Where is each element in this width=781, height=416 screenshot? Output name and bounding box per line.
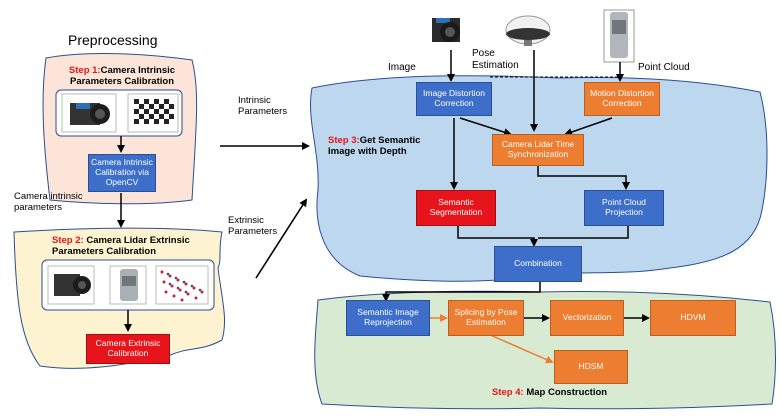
hdsm-node: HDSM: [554, 350, 628, 384]
step3-region: [309, 75, 768, 282]
step3-tag: Step 3:: [328, 135, 360, 146]
preprocessing-title: Preprocessing: [68, 32, 158, 48]
image-distortion-correction-node: Image Distortion Correction: [416, 82, 492, 116]
intrinsic-parameters-label: Intrinsic Parameters: [238, 95, 288, 117]
camera-icon: [47, 265, 95, 305]
point-cloud-input-label: Point Cloud: [638, 62, 690, 73]
point-cloud-icon: [155, 265, 209, 305]
step4-heading: Step 4: Map Construction: [492, 387, 608, 399]
camera-icon: [61, 93, 117, 133]
camera-intrinsic-calibration-node: Camera Intrinsic Calibration via OpenCV: [88, 154, 156, 192]
camera-extrinsic-calibration-node: Camera Extrinsic Calibration: [86, 334, 170, 364]
combination-node: Combination: [494, 246, 582, 282]
step3-heading: Step 3:Get Semantic Image with Depth: [328, 135, 438, 158]
step4-title: Map Construction: [526, 387, 608, 398]
vectorization-node: Vectorization: [550, 300, 624, 336]
hdvm-node: HDVM: [650, 300, 736, 336]
step1-heading: Step 1:Camera Intrinsic Parameters Calib…: [60, 65, 184, 88]
point-cloud-projection-node: Point Cloud Projection: [584, 190, 664, 226]
camera-icon: [432, 18, 460, 42]
pose-estimation-input-label: Pose Estimation: [472, 48, 519, 71]
semantic-image-reprojection-node: Semantic Image Reprojection: [346, 300, 430, 336]
splicing-by-pose-estimation-node: Splicing by Pose Estimation: [448, 300, 524, 336]
camera-intrinsic-parameters-label: Camera intrinsic parameters: [14, 191, 83, 213]
gnss-antenna-icon: [505, 15, 551, 46]
time-synchronization-node: Camera Lidar Time Synchronization: [492, 134, 584, 166]
step1-tag: Step 1:: [68, 65, 101, 76]
lidar-icon: [603, 9, 635, 63]
extrinsic-parameters-label: Extrinsic Parameters: [228, 215, 278, 237]
step4-tag: Step 4:: [492, 387, 524, 398]
image-input-label: Image: [388, 62, 416, 73]
lidar-icon: [109, 265, 147, 305]
step2-title: Camera Lidar Extrinsic Parameters Calibr…: [52, 235, 190, 257]
step3-title: Get Semantic Image with Depth: [328, 135, 421, 157]
motion-distortion-correction-node: Motion Distortion Correction: [584, 82, 660, 116]
step2-tag: Step 2:: [52, 235, 84, 246]
step1-title: Camera Intrinsic Parameters Calibration: [69, 65, 176, 87]
step2-heading: Step 2: Camera Lidar Extrinsic Parameter…: [52, 235, 212, 258]
semantic-segmentation-node: Semantic Segmentation: [416, 190, 496, 226]
checkerboard-icon: [127, 93, 179, 133]
